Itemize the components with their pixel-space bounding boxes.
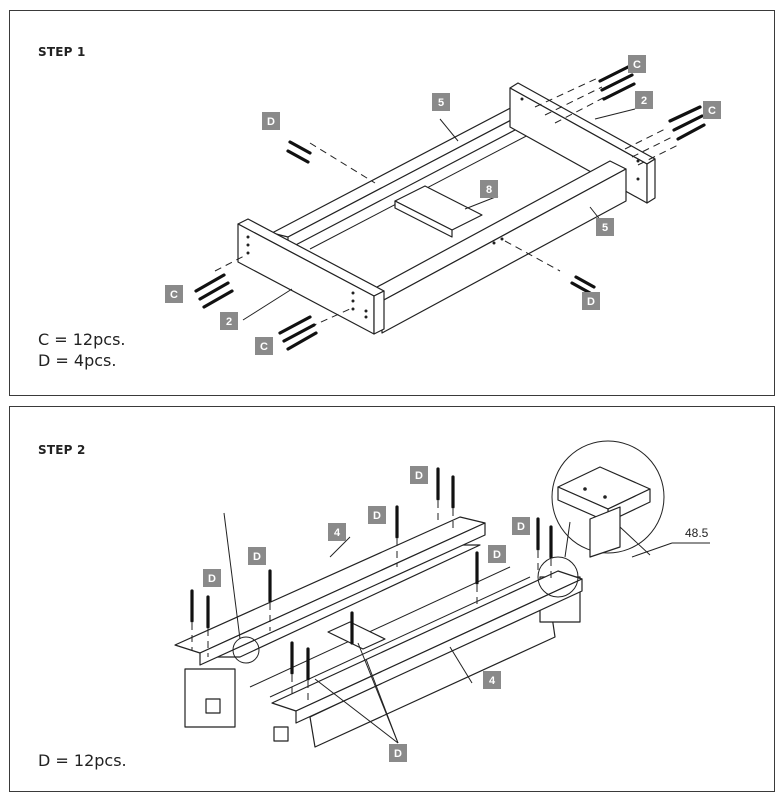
screws-step2 [190,467,553,681]
detail-circle-right [537,556,579,598]
svg-text:D: D [208,573,216,585]
svg-text:2: 2 [641,95,647,107]
svg-text:D: D [517,521,525,533]
label-part-4-bottom: 4 [483,671,501,689]
svg-text:5: 5 [438,97,444,109]
label-c-left: C [165,285,183,303]
svg-text:D: D [373,510,381,522]
rail-5-back [271,102,537,238]
foot-1 [205,698,221,714]
label-d-bottom: D [389,744,407,762]
svg-text:D: D [587,296,595,308]
svg-text:5: 5 [602,222,608,234]
stretcher [327,621,386,650]
detail-leader-left [223,512,241,640]
svg-text:D: D [253,551,261,563]
svg-text:D: D [493,549,501,561]
leaders-step2 [314,536,473,744]
step-2-title: STEP 2 [38,443,86,457]
label-d-1: D [203,569,221,587]
svg-text:D: D [394,748,402,760]
svg-text:8: 8 [486,184,492,196]
step-2-panel: STEP 2 [9,406,775,792]
foot-2 [273,726,289,742]
svg-text:2: 2 [226,316,232,328]
svg-text:C: C [170,289,178,301]
qty-d-step2: D = 12pcs. [38,751,127,770]
dimension-label: 48.5 [685,526,709,540]
step-2-quantities: D = 12pcs. [38,750,127,771]
label-c-top-right: C [628,55,646,73]
label-d-2: D [248,547,266,565]
label-d-top-left: D [262,112,280,130]
plank-4-bottom-edge [295,578,583,724]
step-1-title: STEP 1 [38,45,86,59]
svg-text:D: D [267,116,275,128]
label-part-2-left: 2 [220,312,238,330]
label-d-4: D [410,466,428,484]
label-d-6: D [512,517,530,535]
detail-zoom [551,440,710,558]
step-1-diagram: C C C C D D 5 5 2 2 8 [165,55,721,355]
holes [246,97,640,319]
step-1-panel: STEP 1 [9,10,775,396]
screws-step1 [194,64,706,351]
label-part-5-top: 5 [432,93,450,111]
label-part-8: 8 [480,180,498,198]
step-1-quantities: C = 12pcs. D = 4pcs. [38,329,125,371]
qty-d: D = 4pcs. [38,351,117,370]
label-d-5: D [488,545,506,563]
stretcher-8-face [394,200,453,238]
label-c-right: C [703,101,721,119]
screw-guides [191,501,552,705]
qty-c: C = 12pcs. [38,330,126,349]
end-plank-2-right-edge [646,158,656,204]
detail-leader-right [564,521,571,558]
label-d-3: D [368,506,386,524]
label-c-bottom: C [255,337,273,355]
svg-text:D: D [415,470,423,482]
svg-text:4: 4 [489,675,496,687]
label-part-2-top: 2 [635,91,653,109]
svg-text:C: C [708,105,716,117]
detail-circle-left [232,636,260,664]
end-plank-2-left-edge [373,290,385,335]
plank-4-top-edge [199,522,486,666]
label-d-bottom-right: D [582,292,600,310]
frame-left-end [184,668,236,728]
svg-text:C: C [633,59,641,71]
label-part-5-right: 5 [596,218,614,236]
frame-inner-2 [269,576,531,698]
step-2-diagram: 48.5 [174,440,710,762]
dashed-guides [214,76,679,328]
svg-text:C: C [260,341,268,353]
svg-text:4: 4 [334,527,341,539]
label-part-4-top: 4 [328,523,346,541]
